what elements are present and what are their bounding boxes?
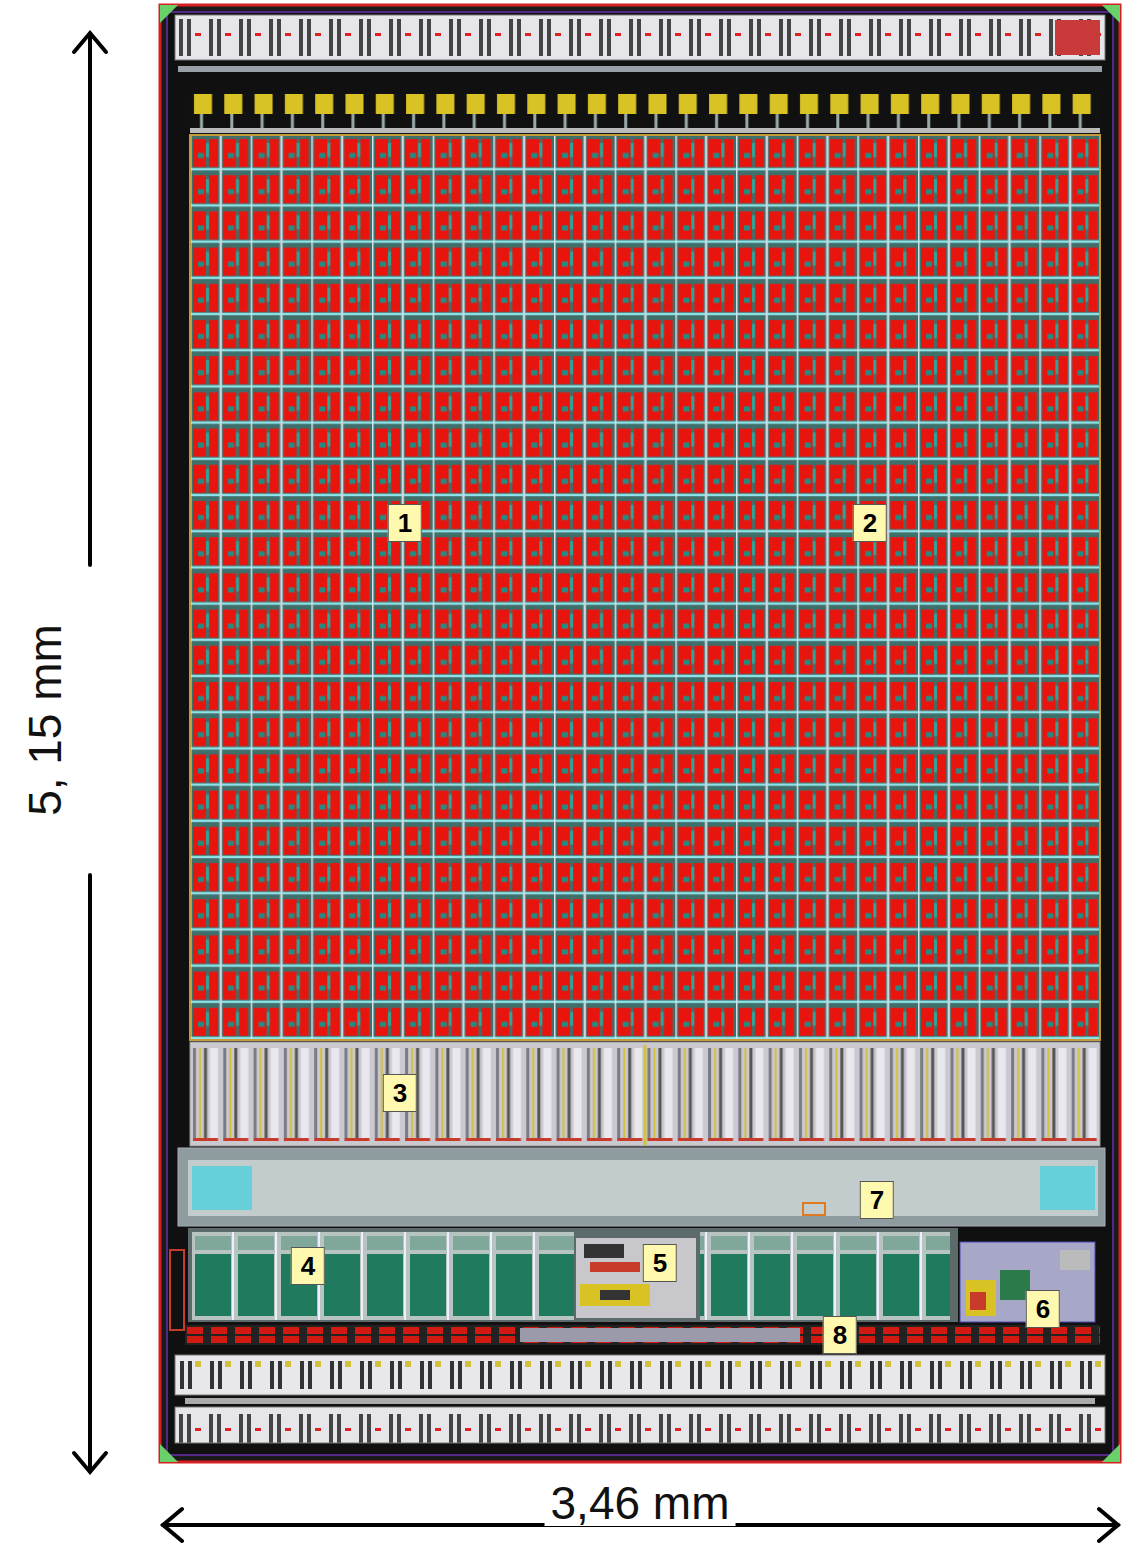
callout-number: 3 xyxy=(383,1074,417,1112)
callout-number: 1 xyxy=(388,504,422,542)
callout-number: 7 xyxy=(860,1181,894,1219)
dimension-label: 5, 15 mm xyxy=(22,624,68,816)
callout-number: 5 xyxy=(643,1244,677,1282)
callout-number: 8 xyxy=(823,1316,857,1354)
callout-number: 6 xyxy=(1026,1290,1060,1328)
dimension-arrows xyxy=(74,33,1118,1541)
callout-number: 2 xyxy=(853,504,887,542)
callout-number: 4 xyxy=(291,1247,325,1285)
dimension-label: 3,46 mm xyxy=(545,1480,736,1526)
